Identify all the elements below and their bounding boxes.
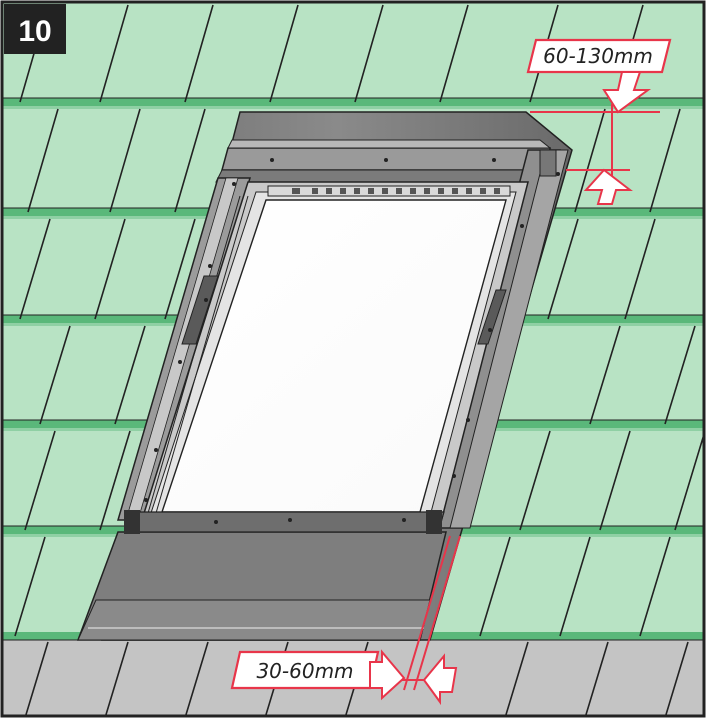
step-badge: 10: [4, 4, 66, 54]
bottom-sash-rail: [125, 511, 445, 533]
top-dimension-label-box: [526, 38, 672, 74]
bottom-right-arrow: [369, 649, 406, 701]
ventilation-bar: [267, 185, 511, 197]
left-rails: [145, 195, 249, 521]
top-up-arrow: [583, 168, 633, 205]
bottom-right-cap: [426, 510, 442, 534]
top-dimension-label: 60-130mm: [543, 44, 653, 68]
left-hinge: [181, 275, 219, 345]
ventilation-slots: [292, 188, 500, 194]
bottom-left-cap: [124, 510, 140, 534]
right-hinge: [477, 289, 507, 345]
screw-dots: [144, 158, 560, 524]
step-number: 10: [18, 15, 51, 48]
bottom-dimension: 30-60mm: [230, 535, 461, 706]
top-right-cap: [539, 149, 557, 177]
top-dimension: 60-130mm: [526, 38, 672, 205]
bottom-dimension-label: 30-60mm: [256, 659, 353, 683]
top-down-arrow: [602, 71, 652, 114]
bottom-left-arrow: [422, 653, 458, 706]
tile-joints: [14, 4, 703, 715]
